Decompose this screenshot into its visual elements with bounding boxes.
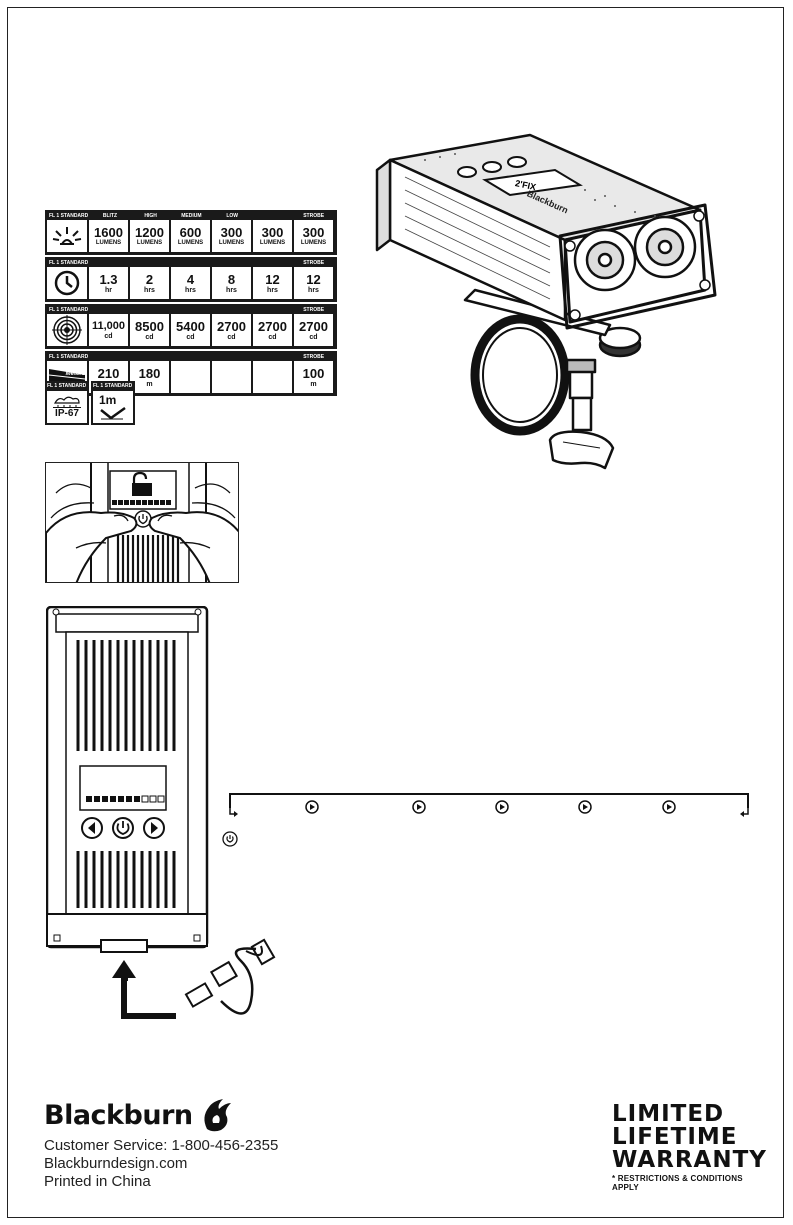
right-arrow-icon <box>143 817 165 839</box>
left-arrow-icon <box>81 817 103 839</box>
next-mode-icon <box>583 804 588 810</box>
spec-cell <box>253 361 292 393</box>
impact-icon <box>100 406 126 420</box>
next-mode-icon <box>417 804 422 810</box>
badge-label: FL 1 STANDARD <box>47 383 87 389</box>
meters-label: Meters <box>65 371 85 377</box>
power-icon <box>222 831 238 847</box>
power-icon <box>112 817 134 839</box>
spec-row-lumens: FL 1 STANDARD BLITZ HIGH MEDIUM LOW STRO… <box>45 210 337 255</box>
column-header: STROBE <box>303 307 325 313</box>
warranty-block: LIMITED LIFETIME WARRANTY * RESTRICTIONS… <box>612 1101 767 1193</box>
target-icon <box>47 314 87 346</box>
contact-info: Customer Service: 1-800-456-2355 Blackbu… <box>44 1137 278 1191</box>
spec-cell <box>171 361 210 393</box>
mode-cycle-diagram <box>229 793 749 817</box>
standard-label: FL 1 STANDARD <box>49 260 89 266</box>
website-link[interactable]: Blackburndesign.com <box>44 1155 188 1172</box>
brightness-icon <box>47 220 87 252</box>
impact-badge: FL 1 STANDARD 1m <box>91 381 135 425</box>
ip-rating: IP-67 <box>53 407 81 419</box>
warranty-line: WARRANTY <box>612 1147 767 1173</box>
badge-label: FL 1 STANDARD <box>93 383 133 389</box>
column-header: MEDIUM <box>181 213 202 219</box>
next-mode-icon <box>500 804 505 810</box>
warranty-fine-print: * RESTRICTIONS & CONDITIONS APPLY <box>612 1174 743 1192</box>
column-header: STROBE <box>303 260 325 266</box>
brand-wordmark: Blackburn <box>44 1099 193 1131</box>
next-mode-icon <box>667 804 672 810</box>
waterproof-badge: FL 1 STANDARD IP-67 <box>45 381 89 425</box>
standard-label: FL 1 STANDARD <box>49 354 89 360</box>
flame-logo-icon <box>204 1099 231 1132</box>
insert-arrow-icon <box>112 960 176 1019</box>
device-front-view <box>46 606 276 1019</box>
column-header: HIGH <box>144 213 157 219</box>
next-mode-icon <box>310 804 315 810</box>
warranty-line: LIMITED <box>612 1101 725 1127</box>
column-header: STROBE <box>303 213 325 219</box>
warranty-line: LIFETIME <box>612 1124 738 1150</box>
beam-distance-icon: Meters <box>47 361 87 393</box>
spec-table: FL 1 STANDARD BLITZ HIGH MEDIUM LOW STRO… <box>45 210 337 398</box>
drop-height: 1m <box>99 393 117 407</box>
headlight-illustration: 2'FIX Blackburn <box>375 133 717 470</box>
brand-logo: Blackburn <box>44 1097 235 1133</box>
page-border <box>7 7 784 1218</box>
column-header: LOW <box>226 213 238 219</box>
usb-cable-icon <box>184 938 276 1015</box>
water-icon <box>53 396 80 407</box>
column-header: STROBE <box>303 354 325 360</box>
standard-label: FL 1 STANDARD <box>49 307 89 313</box>
lock-icon <box>132 471 152 496</box>
model-label: 2'FIX <box>514 178 537 192</box>
clock-icon <box>47 267 87 299</box>
unlock-illustration <box>45 462 239 583</box>
customer-service-text: Customer Service: 1-800-456-2355 <box>44 1137 279 1154</box>
spec-cell <box>212 361 251 393</box>
rating-badges: FL 1 STANDARD IP-67 FL 1 STANDARD 1m <box>45 381 137 425</box>
printed-text: Printed in China <box>44 1173 151 1190</box>
column-header: BLITZ <box>102 213 118 219</box>
standard-label: FL 1 STANDARD <box>49 213 89 219</box>
